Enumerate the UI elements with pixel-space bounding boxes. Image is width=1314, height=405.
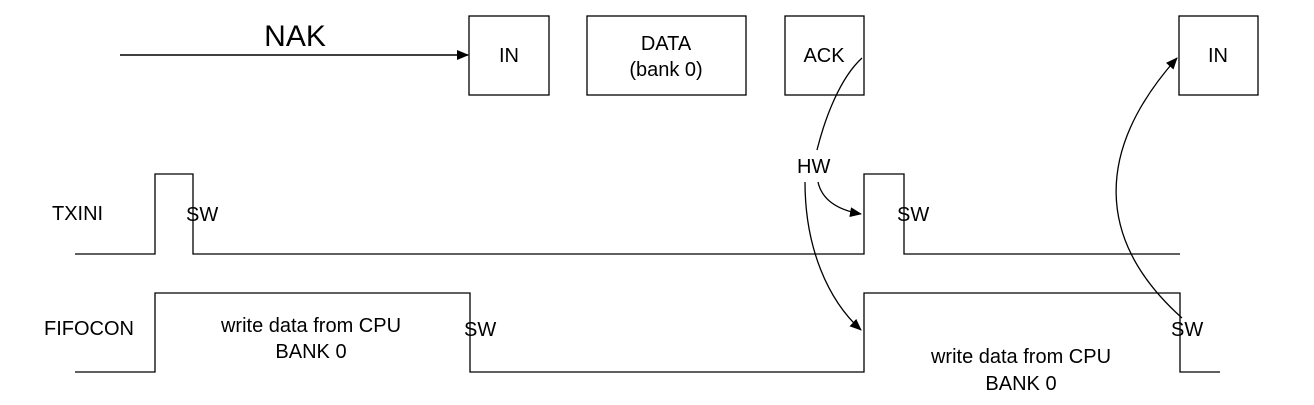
sw-to-in-arrow xyxy=(1115,57,1183,319)
fifocon-text-2-line2: BANK 0 xyxy=(985,373,1056,395)
hw-label: HW xyxy=(797,156,830,178)
hw-to-txini-arrow xyxy=(817,181,862,218)
packet-data-label-line1: DATA xyxy=(641,33,692,55)
nak-label: NAK xyxy=(264,20,326,53)
fifocon-text-2-line1: write data from CPU xyxy=(930,346,1111,368)
signal-txini-label: TXINI xyxy=(52,203,103,225)
packet-in-2-label: IN xyxy=(1208,45,1228,67)
packet-ack-label: ACK xyxy=(803,45,845,67)
packet-in-2 xyxy=(1178,15,1259,96)
fifocon-text-1-line1: write data from CPU xyxy=(220,315,401,337)
fifocon-text-1-line2: BANK 0 xyxy=(275,341,346,363)
ack-to-hw-curve xyxy=(816,57,863,151)
packet-in-1 xyxy=(468,15,550,96)
sw-fifocon-2: SW xyxy=(1171,319,1203,341)
txini-waveform xyxy=(75,173,1180,255)
signal-fifocon-label: FIFOCON xyxy=(44,318,134,340)
fifocon-waveform xyxy=(75,292,1220,373)
packet-data-label-line2: (bank 0) xyxy=(629,59,702,81)
packet-data xyxy=(586,15,747,96)
packet-in-1-label: IN xyxy=(499,45,519,67)
hw-to-fifocon-arrow xyxy=(804,181,862,331)
sw-fifocon-1: SW xyxy=(464,319,496,341)
sw-txini-1: SW xyxy=(186,204,218,226)
sw-txini-2: SW xyxy=(897,204,929,226)
packet-ack xyxy=(784,15,865,96)
